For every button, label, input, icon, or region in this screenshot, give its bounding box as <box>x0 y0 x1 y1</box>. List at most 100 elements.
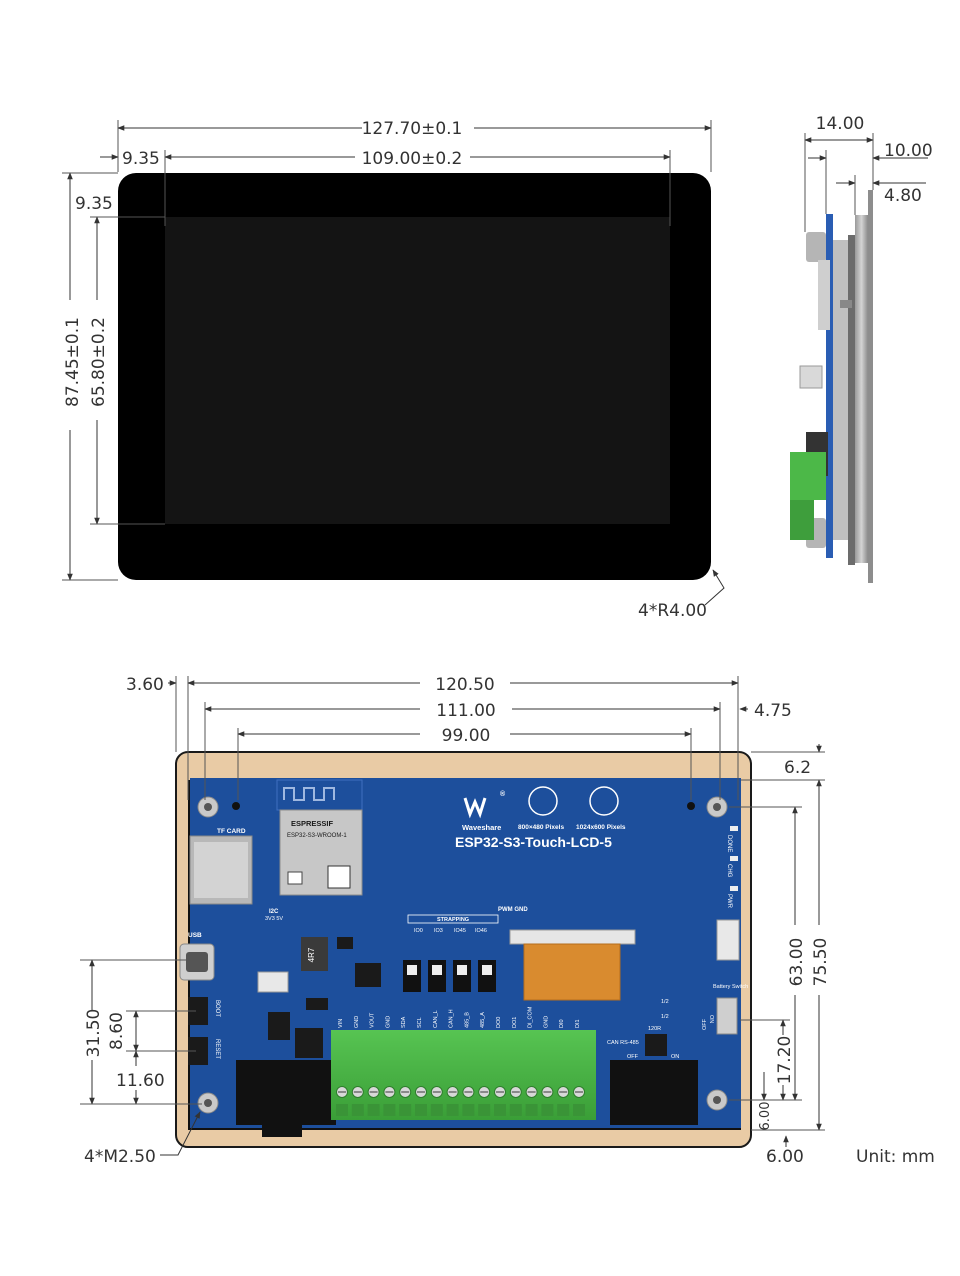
mount-holes-label: 4*M2.50 <box>84 1147 156 1167</box>
terminal-screw-5 <box>415 1086 427 1116</box>
top-offset-label: 6.2 <box>784 758 811 778</box>
terminal-screw-11 <box>509 1086 522 1116</box>
front-view: 127.70±0.1 109.00±0.2 9.35 9.35 87.45±0.… <box>62 119 725 621</box>
height-31-label: 31.50 <box>84 1009 104 1058</box>
terminal-screw-14 <box>557 1086 570 1116</box>
side-pcb <box>826 214 833 558</box>
can-rs485-label: CAN RS-485 <box>607 1040 639 1046</box>
side-view: 14.00 10.00 4.80 <box>790 114 933 583</box>
r120-off-label: OFF <box>627 1054 639 1060</box>
strap-pin-io46: IO46 <box>475 928 487 934</box>
terminal-label-12: DI_COM <box>528 1006 534 1028</box>
module-brand: ESPRESSIF <box>291 819 334 828</box>
waveshare-logo: ® <box>463 790 506 819</box>
side-glass <box>868 190 873 583</box>
top-bezel-label: 9.35 <box>75 194 113 214</box>
height-11-label: 11.60 <box>116 1071 165 1091</box>
width-3-label: 99.00 <box>442 726 491 746</box>
terminal-label-10: DO0 <box>496 1017 502 1028</box>
terminal-screw-3 <box>383 1086 396 1116</box>
terminal-label-0: VIN <box>338 1019 344 1028</box>
hole-spacing-x-label: 120.50 <box>435 675 494 695</box>
terminal-screw-7 <box>446 1086 459 1116</box>
side-depth-2-label: 10.00 <box>884 141 933 161</box>
battery-connector <box>716 919 740 961</box>
resistor-a-label: 1/2 <box>661 999 669 1005</box>
switch-off-label: OFF <box>702 1018 708 1030</box>
reset-label: RESET <box>214 1039 220 1059</box>
svg-text:®: ® <box>500 790 506 798</box>
active-height-label: 65.80±0.2 <box>89 317 109 407</box>
terminal-label-7: CAN_H <box>449 1009 455 1028</box>
led-label-done: DONE <box>726 835 732 852</box>
module-qr-icon <box>327 865 351 889</box>
height-75-label: 75.50 <box>811 938 831 987</box>
terminal-label-9: 485_A <box>480 1012 486 1028</box>
reset-button <box>188 1037 208 1065</box>
terminal-label-8: 485_B <box>464 1012 470 1028</box>
fpc-cable <box>524 944 620 1000</box>
height-8-label: 8.60 <box>107 1012 127 1050</box>
res-select-1024 <box>589 786 619 816</box>
mount-hole-tr <box>706 796 728 818</box>
corner-radius-label: 4*R4.00 <box>638 601 707 621</box>
side-panel-depth-label: 4.80 <box>884 186 922 206</box>
side-terminal-block <box>790 452 826 500</box>
terminal-screw-6 <box>430 1086 443 1116</box>
terminal-screws <box>336 1086 585 1116</box>
left-bezel-label: 9.35 <box>122 149 160 169</box>
terminal-screw-4 <box>399 1086 412 1116</box>
i2c-connector <box>257 971 289 993</box>
left-offset-label: 3.60 <box>126 675 164 695</box>
terminal-screw-10 <box>494 1086 506 1116</box>
terminal-screw-15 <box>573 1086 585 1116</box>
mount-hole-bl <box>197 1092 219 1114</box>
tf-card-label: TF CARD <box>217 828 246 835</box>
boot-label: BOOT <box>214 1000 220 1017</box>
inductor-label: 4R7 <box>307 947 316 962</box>
terminal-label-6: CAN_L <box>433 1010 439 1028</box>
res-b-label: 1024x600 Pixels <box>576 824 626 831</box>
terminal-screw-9 <box>478 1086 491 1116</box>
terminal-screw-2 <box>367 1086 380 1116</box>
fpc-connector <box>509 929 636 945</box>
bottom-offset-label: 6.00 <box>766 1147 804 1167</box>
terminal-label-5: SCL <box>417 1017 423 1028</box>
side-standoff-top <box>806 232 826 262</box>
height-17-label: 17.20 <box>775 1036 795 1085</box>
resistor-b-label: 1/2 <box>661 1014 669 1020</box>
led-label-pwr: PWR <box>726 894 732 909</box>
r120-label: 120R <box>648 1026 661 1032</box>
active-width-label: 109.00±0.2 <box>362 149 463 169</box>
terminal-label-14: DI0 <box>559 1019 565 1028</box>
strap-pin-io0: IO0 <box>414 928 423 934</box>
terminal-screw-8 <box>462 1086 475 1116</box>
terminal-label-2: VOUT <box>370 1012 376 1028</box>
side-depth-label: 14.00 <box>816 114 865 134</box>
usb-label: USB <box>188 932 202 939</box>
terminal-screw-0 <box>336 1086 348 1116</box>
terminal-label-11: DO1 <box>512 1017 518 1028</box>
terminal-label-15: DI1 <box>575 1019 581 1028</box>
side-lcd-frame <box>855 215 868 563</box>
unit-label: Unit: mm <box>856 1147 935 1167</box>
pwm-gnd-label: PWM GND <box>498 907 528 913</box>
switch-on-label: ON <box>708 1015 714 1023</box>
module-name: ESP32-S3-WROOM-1 <box>287 833 347 839</box>
terminal-label-3: GND <box>385 1016 391 1028</box>
led-label-chg: CHG <box>726 864 732 878</box>
right-offset-label: 4.75 <box>754 701 792 721</box>
battery-switch-label: Battery Switch <box>713 984 748 990</box>
terminal-label-1: GND <box>354 1016 360 1028</box>
brand-label: Waveshare <box>462 823 501 832</box>
height-63-label: 63.00 <box>787 938 807 987</box>
strap-switches <box>403 960 496 992</box>
strap-pins: IO0 IO3 IO45 IO46 <box>414 928 487 934</box>
terminal-screw-1 <box>351 1086 364 1116</box>
model-label: ESP32-S3-Touch-LCD-5 <box>455 834 612 850</box>
strap-pin-io45: IO45 <box>454 928 466 934</box>
led-indicators: DONE CHG PWR <box>726 826 738 909</box>
res-a-label: 800×480 Pixels <box>518 824 564 831</box>
r120-on-label: ON <box>671 1054 679 1060</box>
